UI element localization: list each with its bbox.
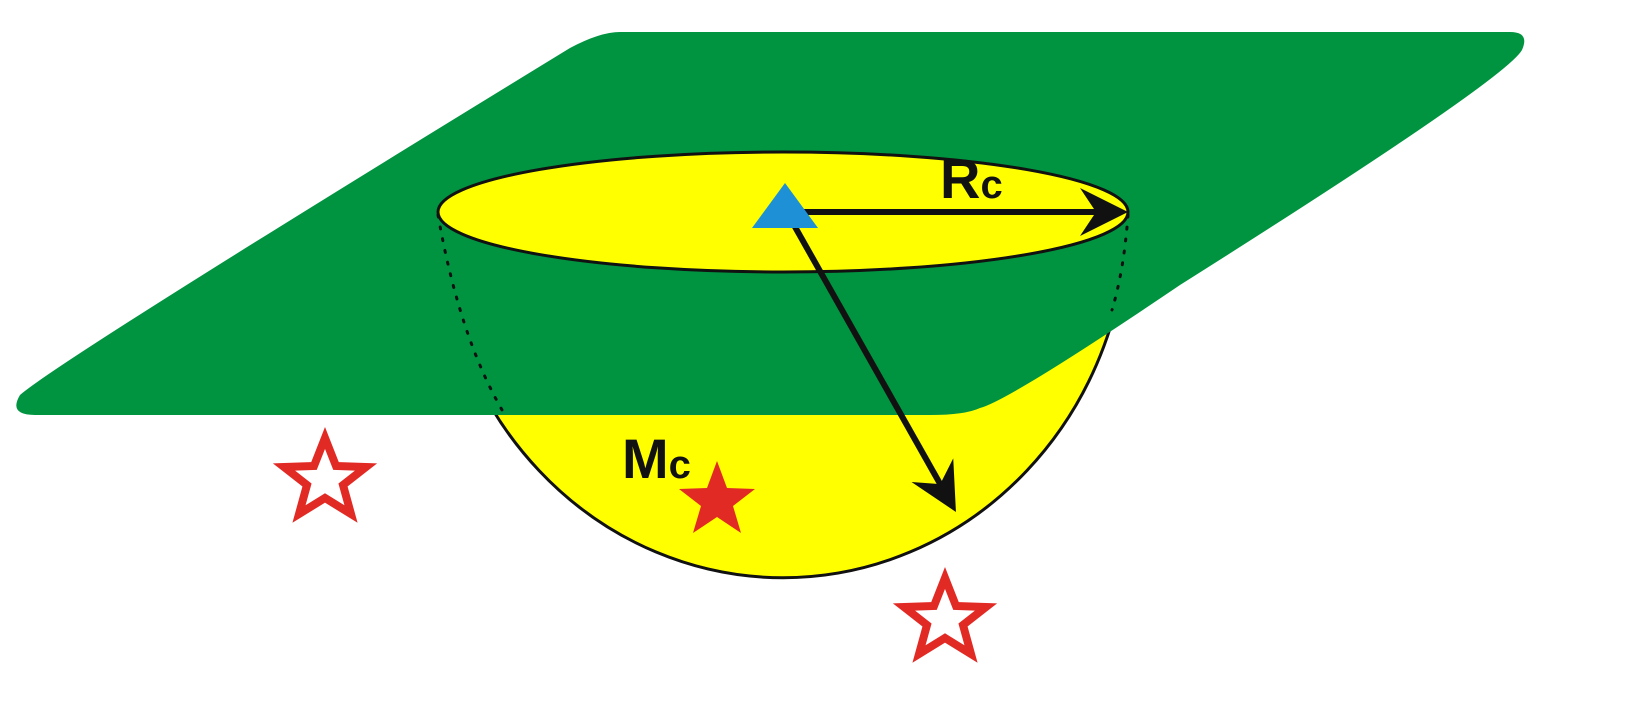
radius-label: Rc xyxy=(940,147,1003,210)
hollow-star-icon xyxy=(892,567,998,663)
filled-star-icon xyxy=(679,461,755,533)
triangle-station-icon xyxy=(752,183,818,228)
radius-arrow-diagonal xyxy=(787,216,956,512)
magnitude-label: Mc xyxy=(622,427,691,490)
hollow-star-icon xyxy=(272,427,378,523)
